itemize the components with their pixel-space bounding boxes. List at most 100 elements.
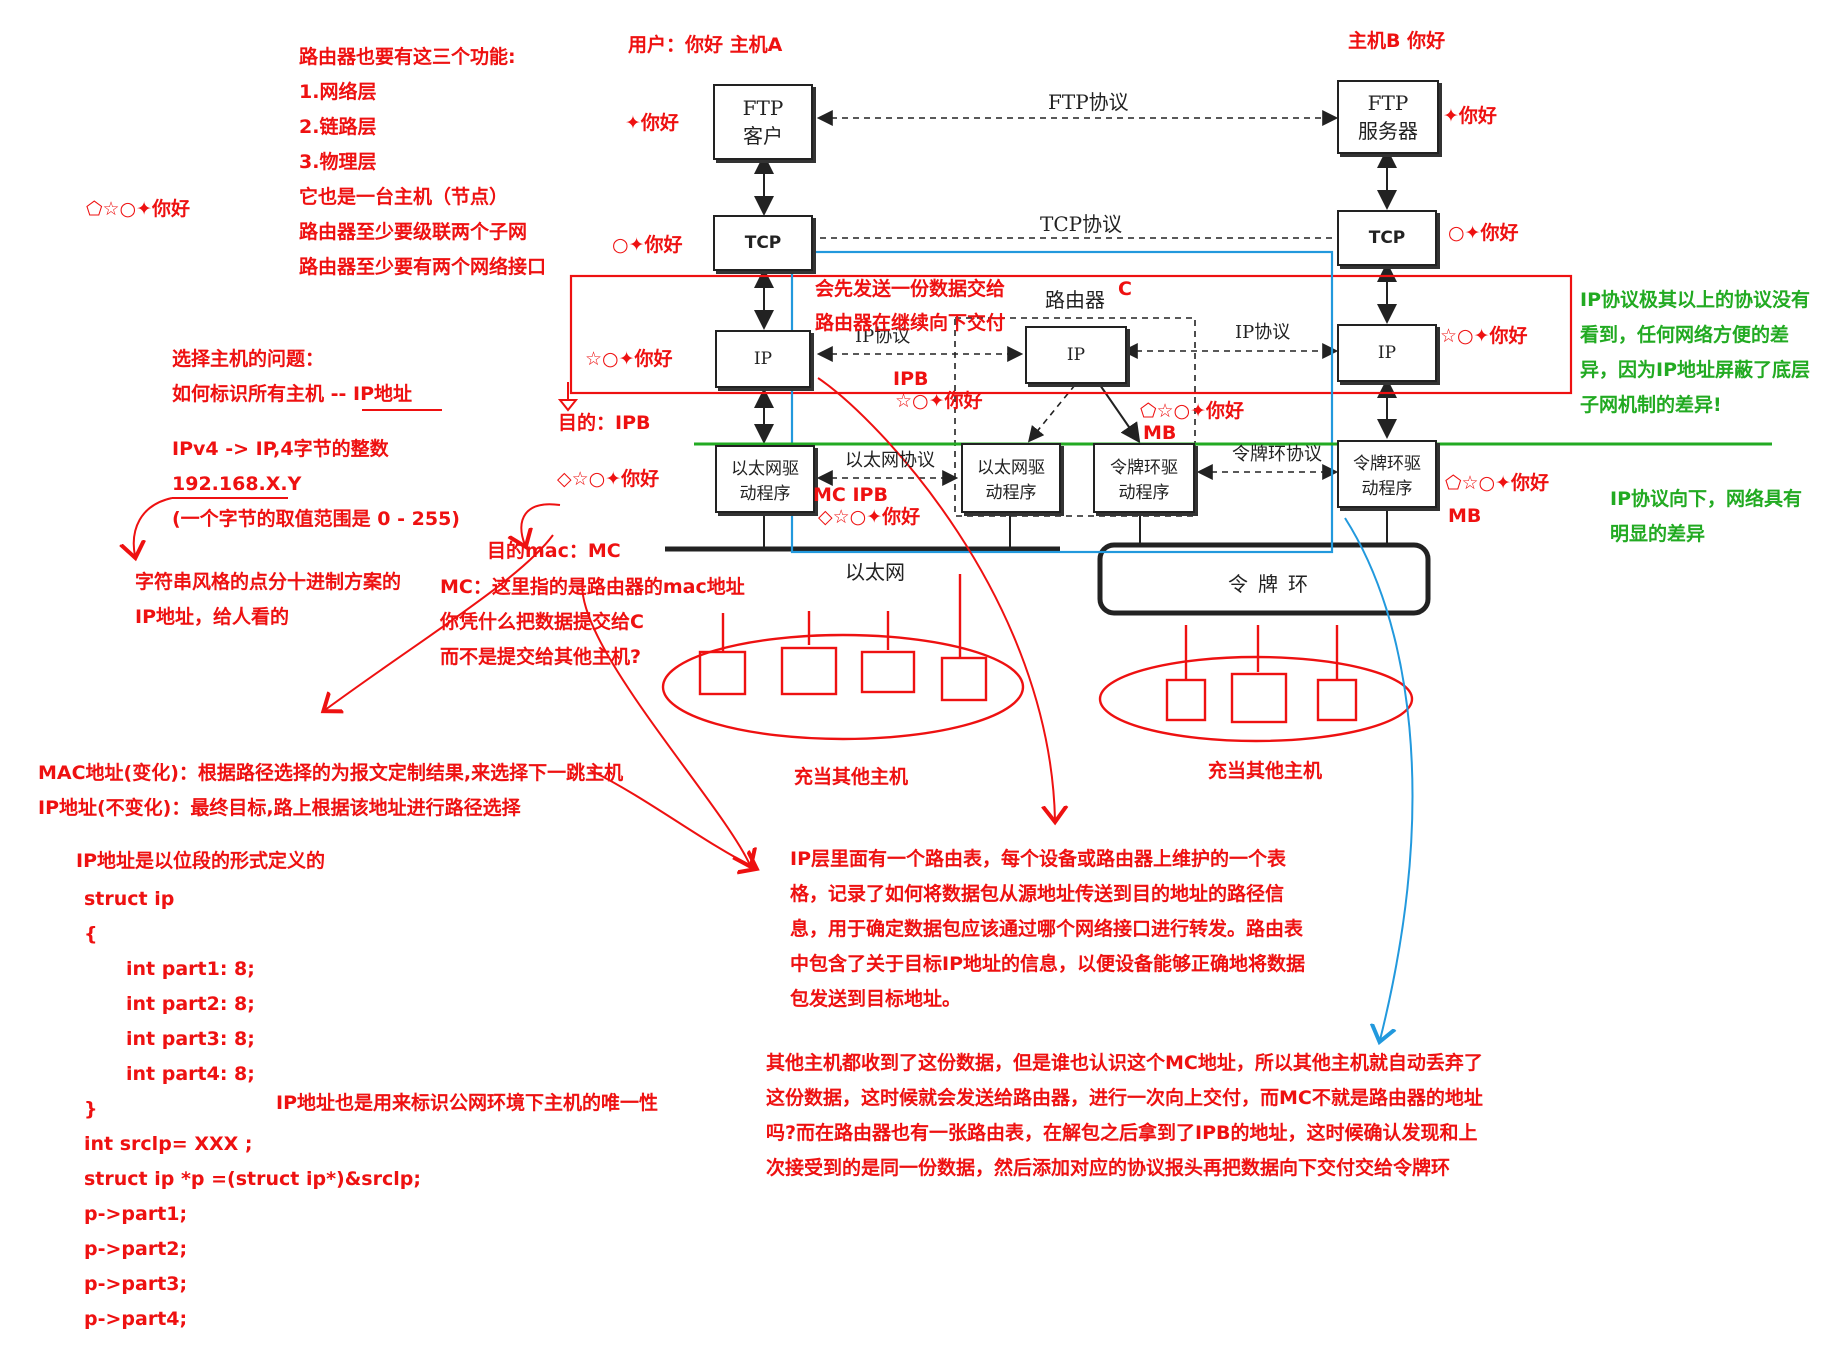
ipv4-line: 192.168.X.Y: [172, 473, 302, 495]
ipv4-note: IPv4 -> IP,4字节的整数 192.168.X.Y (一个字节的取值范围…: [172, 432, 460, 537]
mc-question: MC：这里指的是路由器的mac地址 你凭什么把数据提交给C 而不是提交给其他主机…: [440, 570, 745, 675]
star-circle-sparkle-icons: ☆○✦: [1440, 325, 1490, 347]
hello-tcp-b: ○✦你好: [1448, 222, 1519, 245]
code-block: struct ip { int part1: 8; int part2: 8; …: [84, 882, 421, 1337]
hello-ip-b: ☆○✦你好: [1440, 325, 1528, 348]
pentagon-star-circle-sparkle-icons: ⬠☆○✦: [1140, 400, 1207, 422]
hello-ip-router: ☆○✦你好: [895, 390, 983, 413]
token-driver-b-line2: 动程序: [1361, 479, 1413, 499]
green-below-line: 明显的差异: [1610, 523, 1706, 545]
ip-protocol-left-label: IP协议: [855, 326, 911, 347]
tcp-protocol-label: TCP协议: [1040, 212, 1123, 236]
ip-label-b: IP: [1377, 343, 1397, 363]
ip-box-b: IP: [1337, 324, 1437, 382]
mc-ipb-label: MC IPB: [813, 484, 888, 506]
ip-unique-note: IP地址也是用来标识公网环境下主机的唯一性: [276, 1092, 658, 1114]
hello-ip-a: ☆○✦你好: [585, 348, 673, 371]
circle-sparkle-icons: ○✦: [612, 234, 645, 256]
green-below-line: IP协议向下，网络具有: [1610, 488, 1802, 510]
mac-ip-note: MAC地址(变化)：根据路径选择的为报文定制结果,来选择下一跳主机 IP地址(不…: [38, 756, 623, 826]
ip-box-a: IP: [715, 330, 811, 388]
diamond-star-circle-sparkle-icons: ◇☆○✦: [818, 506, 883, 528]
code-line: p->part3;: [84, 1273, 188, 1295]
hello-ftp-server: ✦你好: [1443, 105, 1497, 128]
ftp-server-line2: 服务器: [1358, 118, 1418, 143]
code-line: int part4: 8;: [126, 1063, 255, 1085]
eth-driver-box-router: 以太网驱 动程序: [961, 443, 1061, 513]
ip-box-router: IP: [1025, 326, 1127, 384]
ipv4-line: IPv4 -> IP,4字节的整数: [172, 438, 389, 460]
tcp-label-a: TCP: [744, 233, 782, 253]
green-above-line: 子网机制的差异!: [1580, 394, 1722, 416]
router-func-line: 2.链路层: [299, 116, 377, 138]
mc-question-line: MC：这里指的是路由器的mac地址: [440, 576, 745, 598]
select-host-note: 选择主机的问题： 如何标识所有主机 -- IP地址: [172, 342, 412, 412]
hello-text: 你好: [1511, 472, 1550, 494]
mac-note-line: MAC地址(变化)：根据路径选择的为报文定制结果,来选择下一跳主机: [38, 762, 624, 784]
tcp-box-b: TCP: [1337, 210, 1437, 266]
hello-ftp-client: ✦你好: [625, 112, 679, 135]
token-protocol-label: 令牌环协议: [1232, 444, 1322, 465]
code-line: int part2: 8;: [126, 993, 255, 1015]
other-hosts-left: 充当其他主机: [794, 766, 909, 788]
router-func-line: 1.网络层: [299, 81, 377, 103]
green-above-line: 异，因为IP地址屏蔽了底层: [1580, 359, 1810, 381]
router-func-line: 路由器至少要级联两个子网: [299, 221, 528, 243]
mc-question-line: 而不是提交给其他主机?: [440, 646, 642, 668]
dotted-decimal-line: 字符串风格的点分十进制方案的: [135, 571, 402, 593]
tcp-label-b: TCP: [1368, 228, 1406, 248]
host-a-label: 用户：你好 主机A: [628, 34, 783, 56]
router-func-line: 3.物理层: [299, 151, 377, 173]
ipv4-line: (一个字节的取值范围是 0 - 255): [172, 508, 460, 530]
circle-sparkle-icons: ○✦: [1448, 222, 1481, 244]
token-ring-label: 令牌环: [1228, 572, 1318, 596]
pentagon-star-circle-sparkle-icons: ⬠☆○✦: [1445, 472, 1512, 494]
hello-text: 你好: [644, 234, 683, 256]
hello-text: 你好: [1489, 325, 1528, 347]
select-host-line: 如何标识所有主机 -- IP地址: [172, 383, 412, 405]
code-line: int srclp= XXX ;: [84, 1133, 253, 1155]
code-line: struct ip *p =(struct ip*)&srclp;: [84, 1168, 421, 1190]
others-received-line: 其他主机都收到了这份数据，但是谁也认识这个MC地址，所以其他主机就自动丢弃了: [766, 1052, 1483, 1074]
hello-router-top: ⬠☆○✦你好: [1140, 400, 1244, 423]
ip-note-line: IP地址(不变化)：最终目标,路上根据该地址进行路径选择: [38, 797, 521, 819]
ip-label-router: IP: [1066, 345, 1086, 365]
mb-label-host-b: MB: [1448, 505, 1482, 527]
eth-protocol-label: 以太网协议: [845, 450, 935, 471]
dotted-decimal-line: IP地址，给人看的: [135, 606, 289, 628]
hello-text: 你好: [634, 348, 673, 370]
mc-question-line: 你凭什么把数据提交给C: [440, 611, 644, 633]
hello-text: 你好: [1206, 400, 1245, 422]
ftp-protocol-label: FTP协议: [1048, 90, 1129, 114]
green-above-line: 看到，任何网络方便的差: [1580, 324, 1790, 346]
other-hosts-right: 充当其他主机: [1208, 760, 1323, 782]
ftp-server-box: FTP 服务器: [1337, 80, 1439, 154]
eth-driver-box-a: 以太网驱 动程序: [715, 445, 815, 513]
hello-text: 你好: [1480, 222, 1519, 244]
star-circle-sparkle-icons: ☆○✦: [895, 390, 945, 412]
hello-text: 你好: [621, 468, 660, 490]
token-driver-r-line2: 动程序: [1118, 483, 1170, 503]
token-driver-box-router: 令牌环驱 动程序: [1093, 443, 1195, 513]
code-title: IP地址是以位段的形式定义的: [76, 850, 325, 872]
mb-label-router: MB: [1143, 422, 1177, 444]
ftp-client-line1: FTP: [742, 95, 784, 120]
routing-table-line: IP层里面有一个路由表，每个设备或路由器上维护的一个表: [790, 848, 1286, 870]
ethernet-label: 以太网: [845, 560, 905, 584]
hello-text: 你好: [640, 112, 679, 134]
router-label: 路由器: [1045, 288, 1105, 312]
hello-text: 你好: [152, 198, 191, 220]
routing-table-line: 中包含了关于目标IP地址的信息，以便设备能够正确地将数据: [790, 953, 1305, 975]
router-func-line: 它也是一台主机（节点）: [299, 186, 509, 208]
token-driver-r-line1: 令牌环驱: [1110, 458, 1178, 478]
ftp-server-line1: FTP: [1367, 90, 1409, 115]
hello-tcp-a: ○✦你好: [612, 234, 683, 257]
eth-driver-r-line2: 动程序: [985, 483, 1037, 503]
others-received-line: 这份数据，这时候就会发送给路由器，进行一次向上交付，而MC不就是路由器的地址: [766, 1087, 1483, 1109]
green-above-line: IP协议极其以上的协议没有: [1580, 289, 1810, 311]
ip-protocol-right-label: IP协议: [1235, 322, 1291, 343]
router-func-line: 路由器也要有这三个功能:: [299, 46, 516, 68]
token-driver-b-line1: 令牌环驱: [1353, 454, 1421, 474]
code-line: p->part1;: [84, 1203, 188, 1225]
